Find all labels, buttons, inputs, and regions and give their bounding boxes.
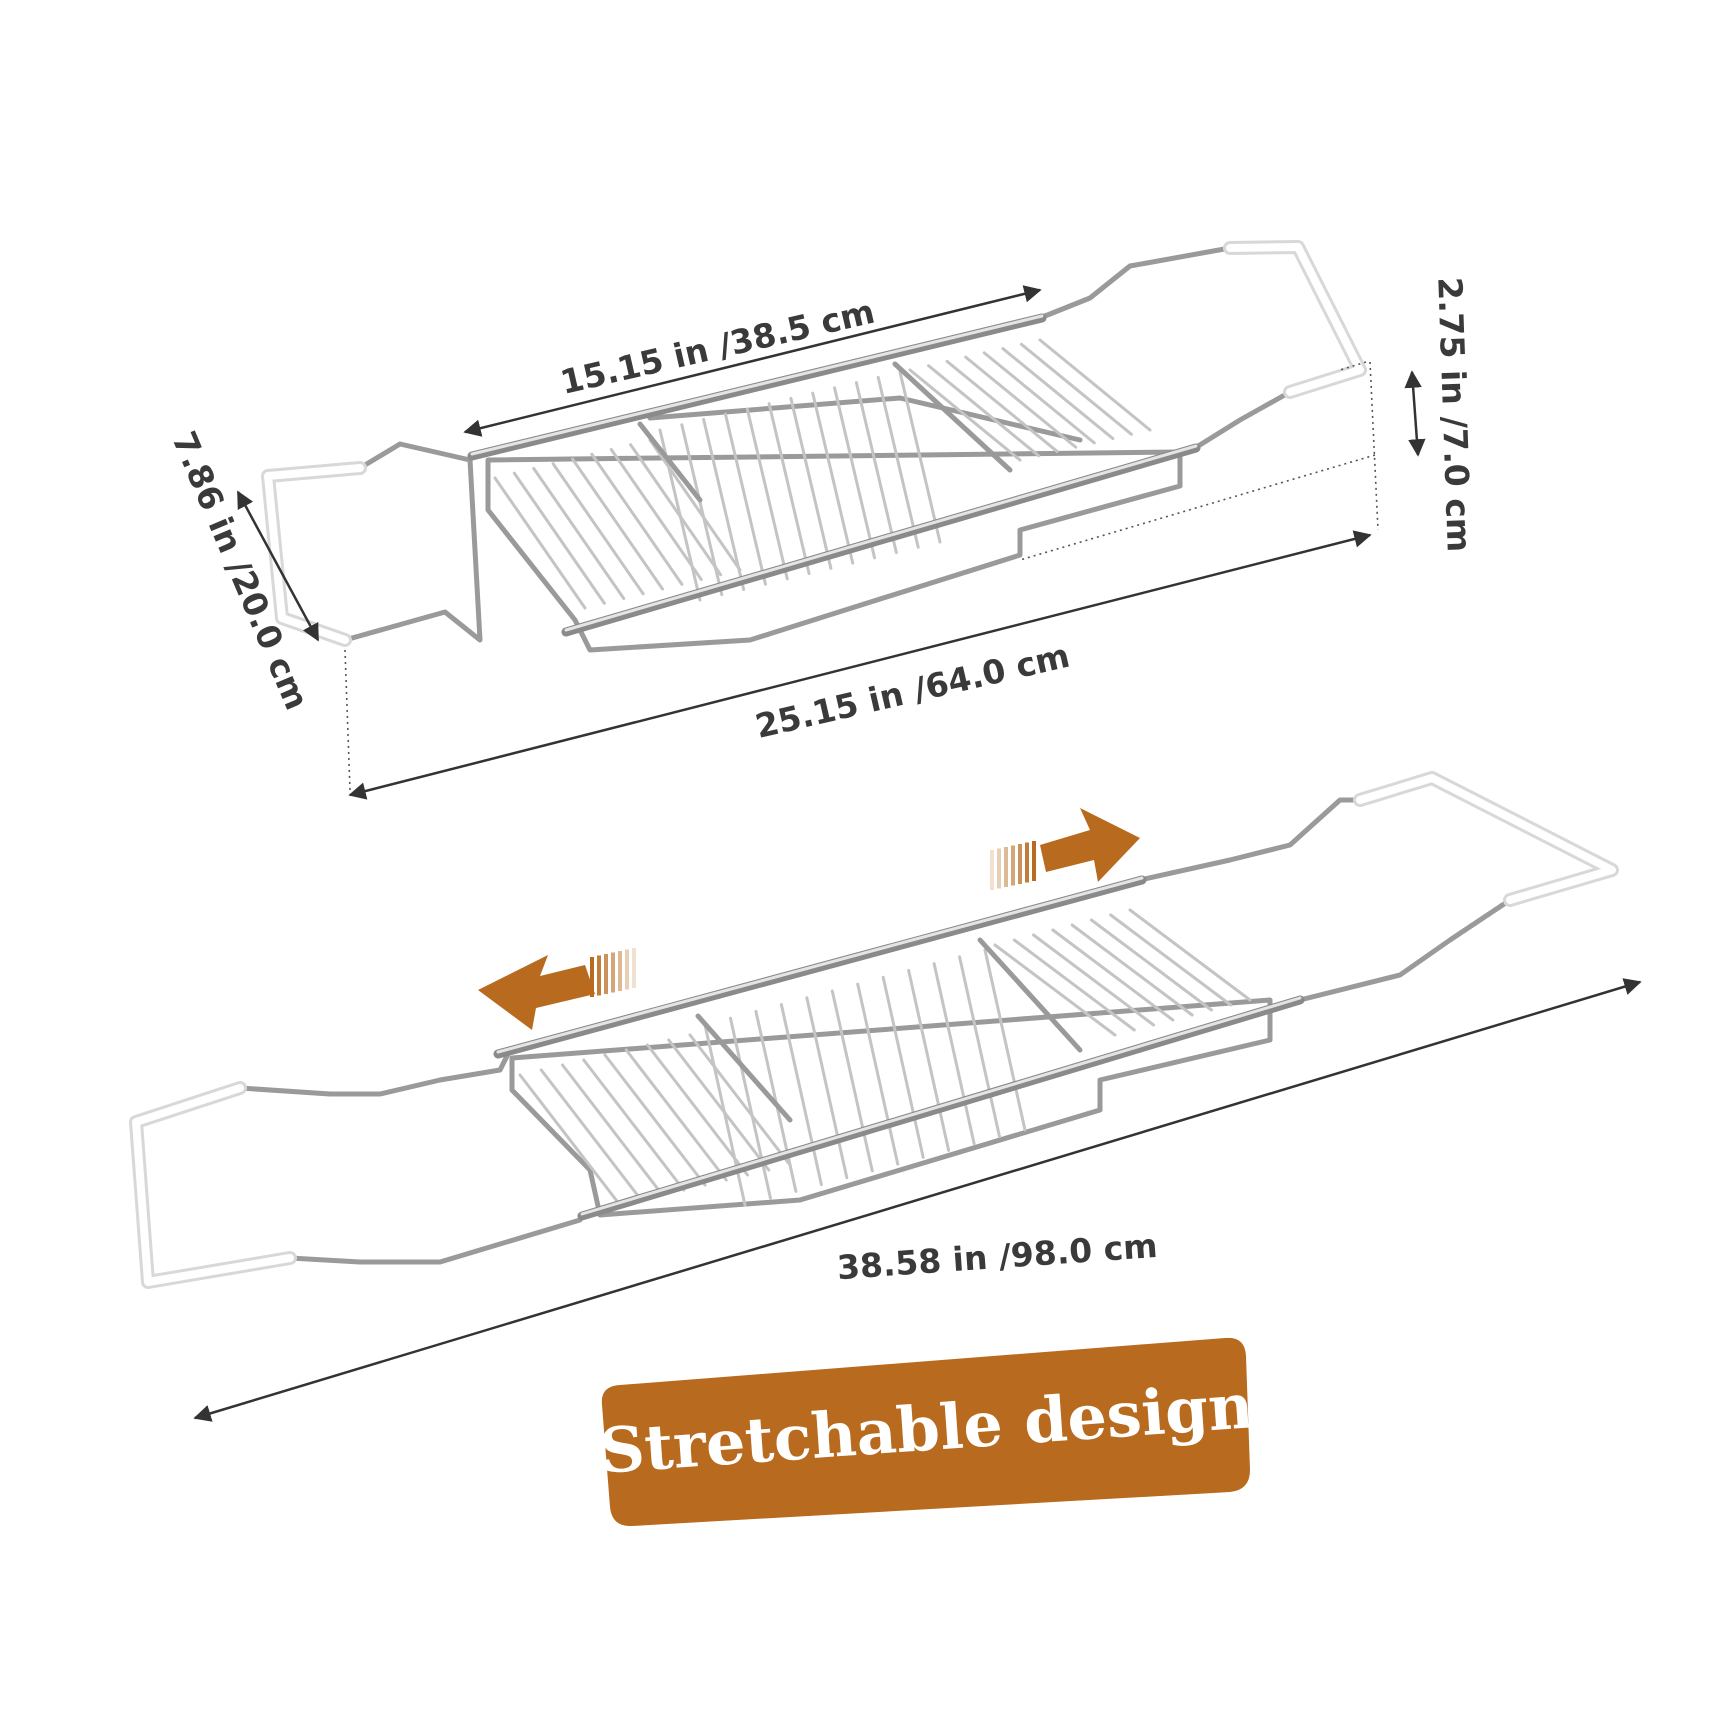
arrow-stripe bbox=[590, 957, 594, 997]
arrow-stripe bbox=[1018, 844, 1022, 884]
right-arm-wire-bottom bbox=[1192, 389, 1293, 451]
basket-slat bbox=[964, 355, 1078, 449]
basket-slat bbox=[1089, 918, 1213, 1012]
basket-slat bbox=[609, 448, 703, 581]
arrow-stripe bbox=[597, 955, 601, 996]
inner-length-arrow bbox=[463, 285, 1042, 437]
right-grip bbox=[1223, 240, 1367, 399]
arrow-left-icon bbox=[478, 948, 636, 1030]
arrow-stripe bbox=[604, 954, 608, 994]
basket-slat bbox=[571, 457, 664, 591]
basket-slat bbox=[680, 423, 724, 597]
basket-slat bbox=[590, 452, 684, 586]
arrow-stripe bbox=[618, 951, 622, 991]
basket-slat bbox=[745, 407, 789, 581]
arrow-stripe bbox=[1025, 842, 1029, 883]
caddy-extended-illustration: 38.58 in /98.0 cm bbox=[129, 771, 1642, 1422]
basket-slat bbox=[667, 1038, 771, 1172]
basket-slat bbox=[1051, 928, 1175, 1022]
basket-slat bbox=[1128, 908, 1252, 1002]
arrow-stripe bbox=[1011, 845, 1015, 886]
basket-slat bbox=[551, 462, 645, 596]
stretchable-design-banner: Stretchable design bbox=[597, 1337, 1256, 1527]
basket-slat bbox=[493, 476, 587, 610]
inner-length-label: 15.15 in /38.5 cm bbox=[557, 292, 879, 402]
height-label: 2.75 in /7.0 cm bbox=[1430, 276, 1479, 552]
basket-slat bbox=[789, 396, 833, 570]
right-arm-wire-bottom bbox=[1297, 897, 1513, 1003]
height-arrow bbox=[1404, 370, 1426, 457]
basket-slat bbox=[532, 467, 626, 600]
basket-slat bbox=[1070, 923, 1194, 1017]
arrow-stripe bbox=[1032, 841, 1036, 881]
right-arm-wire-top bbox=[1137, 797, 1363, 883]
arrow-stripe bbox=[632, 948, 636, 988]
basket-slat bbox=[945, 359, 1059, 453]
width-arrow bbox=[236, 490, 320, 642]
basket-slat bbox=[854, 381, 898, 555]
right-arm-wire-top bbox=[1037, 245, 1233, 321]
arrow-stripe bbox=[611, 952, 615, 993]
basket-slat bbox=[908, 368, 1022, 462]
left-arm-wire-bottom bbox=[287, 1217, 583, 1265]
closed-length-arrow bbox=[348, 530, 1372, 800]
basket-slat bbox=[1038, 338, 1152, 432]
arrow-stripe bbox=[625, 949, 629, 990]
basket-slats-extended bbox=[518, 908, 1252, 1207]
basket-slat bbox=[582, 1058, 686, 1192]
basket-slat bbox=[629, 443, 723, 577]
top-rail-extended bbox=[493, 875, 1147, 1059]
arrow-right-icon bbox=[990, 808, 1140, 890]
left-arm-wire bbox=[342, 441, 483, 643]
extended-length-arrow bbox=[193, 978, 1642, 1422]
extended-length-label: 38.58 in /98.0 cm bbox=[836, 1226, 1159, 1287]
basket-slat bbox=[518, 1073, 622, 1207]
basket-slat bbox=[833, 386, 877, 560]
basket-slat bbox=[702, 417, 746, 591]
banner-background bbox=[601, 1337, 1250, 1527]
dimension-lines-closed bbox=[236, 285, 1426, 800]
basket-extended bbox=[493, 875, 1305, 1221]
arrow-stripe bbox=[1004, 847, 1008, 887]
bottom-rail-extended bbox=[577, 995, 1305, 1221]
left-arm-wire-top bbox=[237, 1047, 513, 1097]
basket-slat bbox=[512, 471, 606, 605]
basket-slat bbox=[561, 1063, 664, 1197]
basket-slat bbox=[1109, 913, 1233, 1007]
arrow-stripe bbox=[990, 850, 994, 890]
basket-slat bbox=[603, 1053, 707, 1187]
basket-slat bbox=[767, 402, 811, 576]
arrow-stripe bbox=[997, 848, 1001, 889]
basket-slat bbox=[1019, 342, 1133, 436]
basket-slat bbox=[624, 1048, 728, 1182]
basket-slat bbox=[811, 391, 855, 565]
